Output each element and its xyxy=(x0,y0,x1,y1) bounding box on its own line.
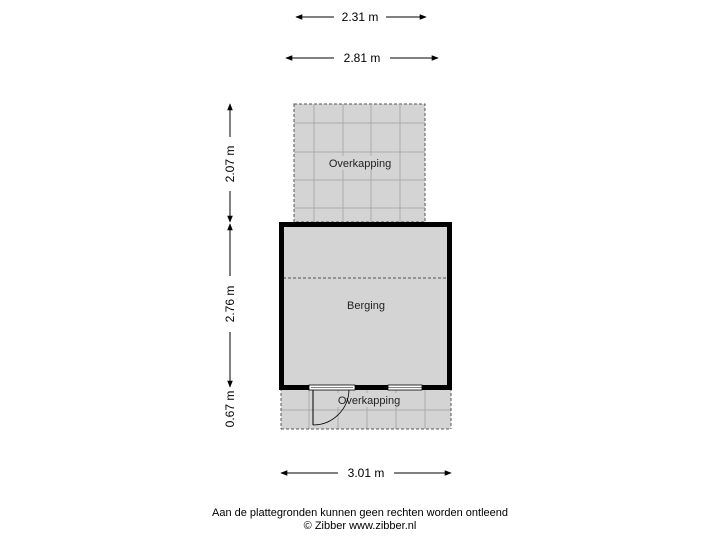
dim-left-bottom: 0.67 m xyxy=(223,391,237,428)
dim-top-inner-label: 2.31 m xyxy=(342,10,379,24)
footer-copyright: © Zibber www.zibber.nl xyxy=(303,520,417,532)
bottom-canopy: Overkapping xyxy=(280,388,452,430)
dim-top-outer-label: 2.81 m xyxy=(344,51,381,65)
dim-bottom: 3.01 m xyxy=(280,466,452,480)
dim-left-mid-label: 2.76 m xyxy=(223,286,237,323)
storage-walls xyxy=(279,222,452,390)
bottom-canopy-label: Overkapping xyxy=(338,395,400,407)
window xyxy=(387,384,423,391)
dim-left-bottom-label: 0.67 m xyxy=(223,391,237,428)
dim-left-top: 2.07 m xyxy=(223,103,237,223)
door xyxy=(308,384,356,426)
storage-floor xyxy=(283,225,448,386)
dim-bottom-label: 3.01 m xyxy=(348,466,385,480)
dim-left-top-label: 2.07 m xyxy=(223,146,237,183)
storage-label: Berging xyxy=(347,300,385,312)
top-canopy-label: Overkapping xyxy=(329,158,391,170)
dim-top-inner: 2.31 m xyxy=(295,10,427,24)
top-canopy: Overkapping xyxy=(293,103,426,223)
dim-top-outer: 2.81 m xyxy=(285,51,439,65)
storage-room: Berging xyxy=(279,222,452,426)
dim-left-mid: 2.76 m xyxy=(223,223,237,388)
footer-disclaimer: Aan de plattegronden kunnen geen rechten… xyxy=(211,507,508,519)
